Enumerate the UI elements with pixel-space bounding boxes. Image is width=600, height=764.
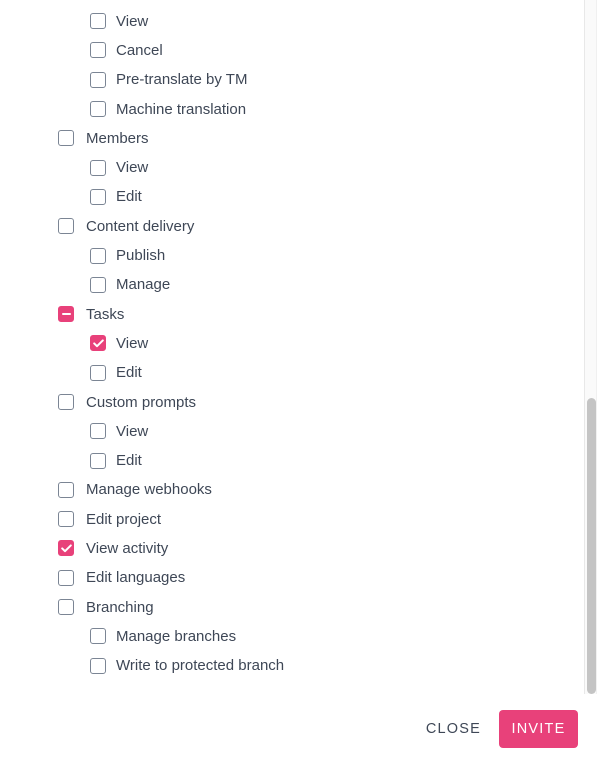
permission-row[interactable]: View — [0, 417, 584, 446]
checkbox-checked-icon[interactable] — [58, 540, 74, 557]
checkbox-unchecked-icon[interactable] — [58, 599, 74, 616]
permission-row[interactable]: View — [0, 153, 584, 182]
checkbox-unchecked-icon[interactable] — [58, 394, 74, 410]
checkbox-checked-icon[interactable] — [90, 335, 106, 352]
checkbox-indeterminate-icon[interactable] — [58, 306, 74, 323]
permission-row[interactable]: Edit project — [0, 505, 584, 534]
permission-row[interactable]: Pre-translate by TM — [0, 65, 584, 94]
permission-row[interactable]: Write to protected branch — [0, 651, 584, 680]
checkbox-unchecked-icon[interactable] — [58, 569, 74, 586]
permission-row[interactable]: View activity — [0, 534, 584, 563]
permission-label[interactable]: Publish — [116, 247, 166, 265]
permission-label[interactable]: Write to protected branch — [116, 657, 285, 675]
checkbox-unchecked-icon[interactable] — [90, 276, 106, 293]
permission-label[interactable]: Content delivery — [86, 217, 195, 235]
permission-row[interactable]: Cancel — [0, 36, 584, 65]
scrollbar-thumb[interactable] — [586, 398, 596, 694]
permission-label[interactable]: View — [116, 159, 149, 177]
permission-row[interactable]: Edit — [0, 182, 584, 211]
checkbox-unchecked-icon[interactable] — [58, 218, 74, 235]
checkbox-unchecked-icon[interactable] — [90, 101, 106, 118]
scrollbar-track[interactable] — [584, 0, 597, 702]
checkbox-unchecked-icon[interactable] — [90, 188, 106, 205]
permission-label[interactable]: Manage branches — [116, 627, 237, 645]
permission-row[interactable]: Tasks — [0, 299, 584, 328]
permission-label[interactable]: View — [116, 422, 149, 440]
permission-label[interactable]: Machine translation — [116, 100, 247, 118]
permission-row[interactable]: Manage webhooks — [0, 475, 584, 504]
permission-row[interactable]: Edit — [0, 358, 584, 387]
permission-label[interactable]: Edit project — [86, 510, 162, 528]
permission-row[interactable]: Custom prompts — [0, 387, 584, 416]
checkbox-unchecked-icon[interactable] — [58, 130, 74, 147]
checkbox-unchecked-icon[interactable] — [90, 13, 106, 30]
permission-label[interactable]: Edit languages — [86, 569, 186, 587]
permission-label[interactable]: Edit — [116, 452, 142, 470]
permission-label[interactable]: Tasks — [86, 305, 125, 323]
permission-row[interactable]: Machine translation — [0, 94, 584, 123]
checkbox-unchecked-icon[interactable] — [90, 71, 106, 88]
permission-label[interactable]: Manage — [116, 276, 171, 294]
permission-label[interactable]: Manage webhooks — [86, 481, 212, 499]
checkbox-unchecked-icon[interactable] — [90, 657, 106, 674]
permission-row[interactable]: Members — [0, 124, 584, 153]
permission-label[interactable]: Edit — [116, 364, 142, 382]
permission-row[interactable]: Edit — [0, 446, 584, 475]
permission-row[interactable]: Manage — [0, 270, 584, 299]
checkbox-unchecked-icon[interactable] — [90, 42, 106, 59]
checkbox-unchecked-icon[interactable] — [90, 452, 106, 469]
permission-label[interactable]: Edit — [116, 188, 142, 206]
checkbox-unchecked-icon[interactable] — [58, 481, 74, 498]
checkbox-unchecked-icon[interactable] — [90, 364, 106, 381]
permission-row[interactable]: Content delivery — [0, 212, 584, 241]
checkbox-unchecked-icon[interactable] — [90, 247, 106, 264]
permission-label[interactable]: Pre-translate by TM — [116, 71, 248, 89]
permission-row[interactable]: View — [0, 7, 584, 36]
permission-row[interactable]: Edit languages — [0, 563, 584, 592]
permission-label[interactable]: View activity — [86, 539, 169, 557]
permission-label[interactable]: View — [116, 334, 149, 352]
permission-row[interactable]: Branching — [0, 592, 584, 621]
invite-button[interactable]: INVITE — [499, 710, 578, 748]
checkbox-unchecked-icon[interactable] — [90, 423, 106, 440]
permission-row[interactable]: Manage branches — [0, 622, 584, 651]
permission-label[interactable]: Cancel — [116, 41, 163, 59]
minus-icon — [61, 312, 71, 316]
permission-label[interactable]: Branching — [86, 598, 154, 616]
permission-row[interactable]: View — [0, 329, 584, 358]
dialog-footer: CLOSE INVITE — [0, 694, 600, 764]
close-button[interactable]: CLOSE — [416, 713, 491, 745]
permission-label[interactable]: View — [116, 12, 149, 30]
checkbox-unchecked-icon[interactable] — [58, 511, 74, 528]
checkbox-unchecked-icon[interactable] — [90, 159, 106, 176]
permission-row[interactable]: Publish — [0, 241, 584, 270]
permission-label[interactable]: Members — [86, 129, 149, 147]
checkbox-unchecked-icon[interactable] — [90, 628, 106, 645]
permission-label[interactable]: Custom prompts — [86, 393, 197, 411]
